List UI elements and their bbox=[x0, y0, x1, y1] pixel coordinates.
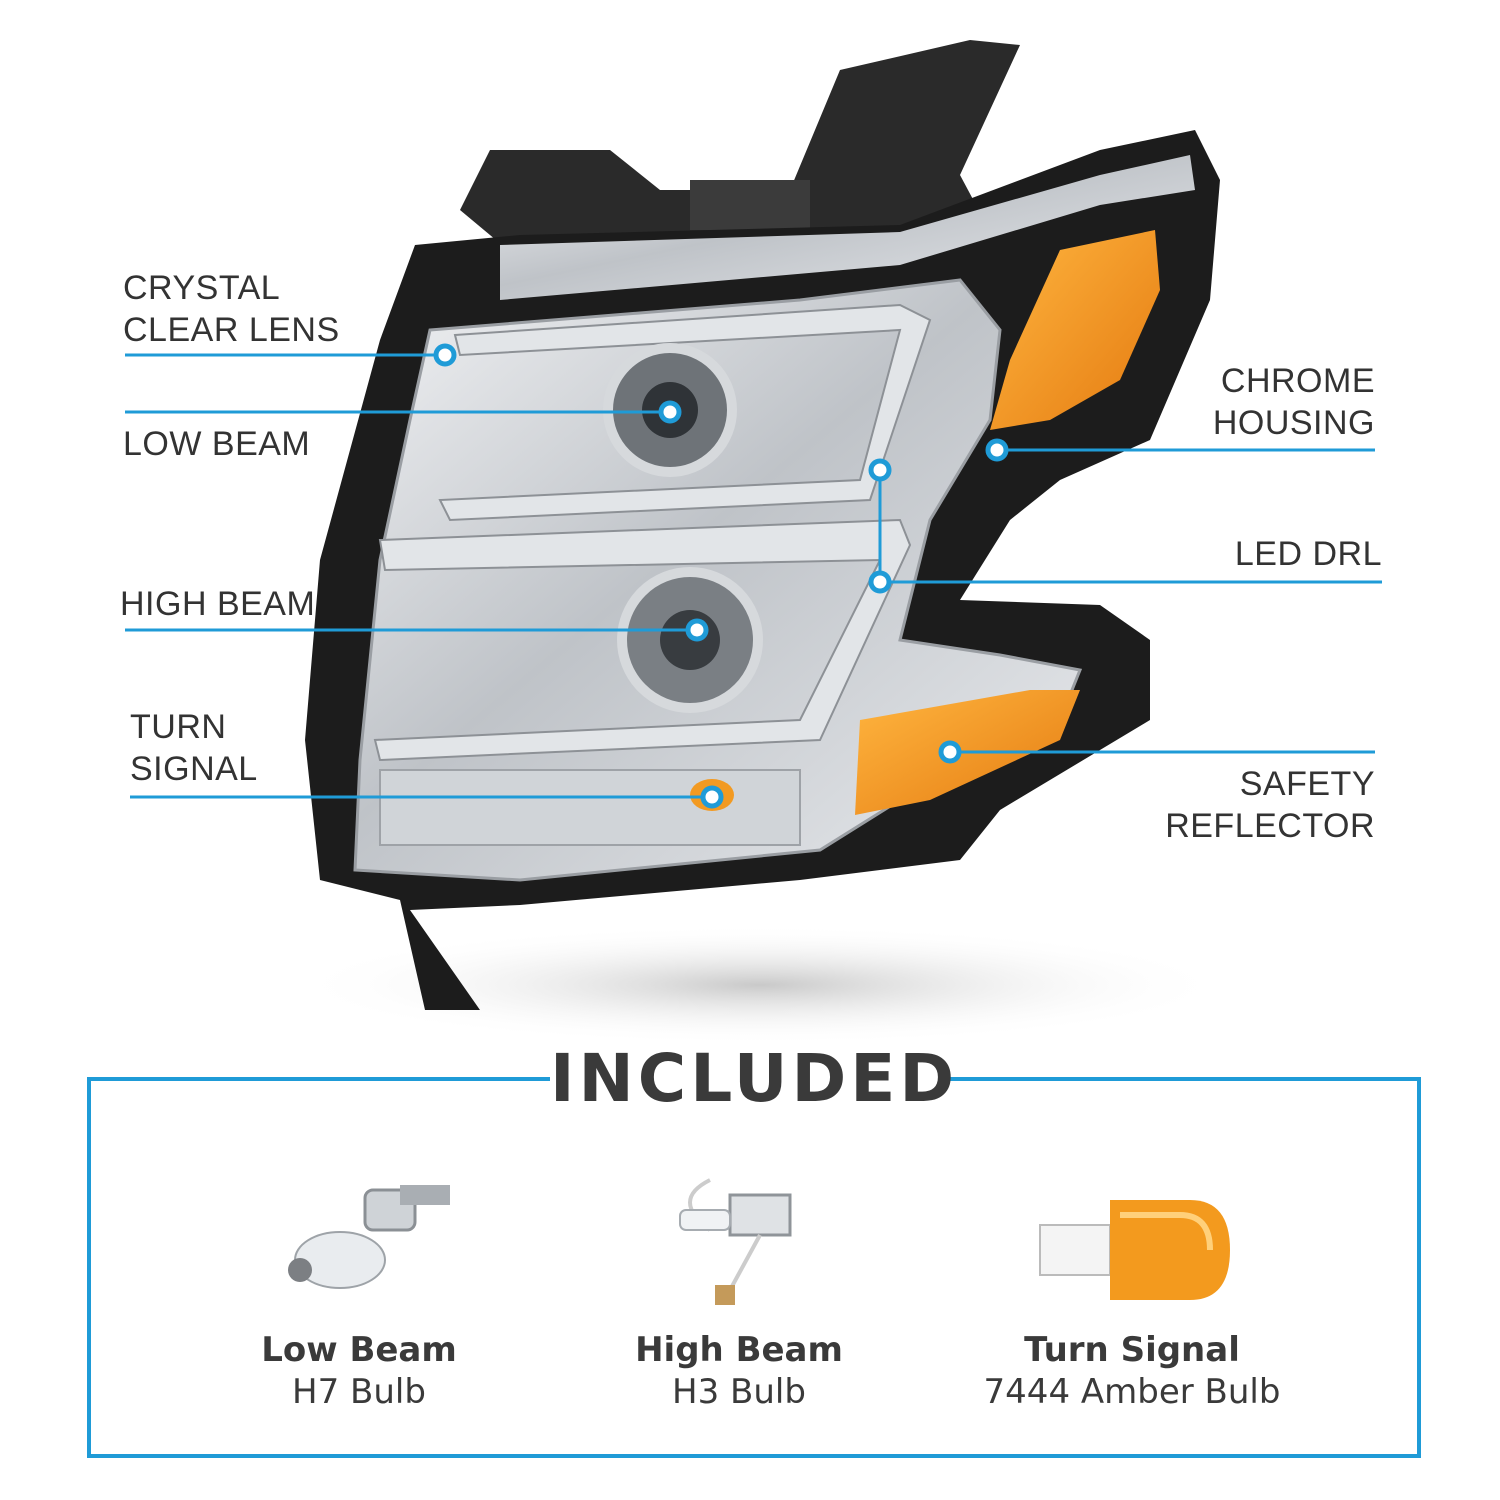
included-item-low-beam-name: Low Beam bbox=[261, 1330, 457, 1370]
included-item-turn-signal-name: Turn Signal bbox=[1024, 1330, 1240, 1370]
upper-amber-reflector bbox=[990, 230, 1160, 430]
included-item-high-beam-desc: H3 Bulb bbox=[672, 1372, 806, 1412]
callout-low-beam: LOW BEAM bbox=[123, 425, 311, 463]
callout-chrome-housing: CHROME HOUSING bbox=[1212, 362, 1375, 442]
callout-turn-signal: TURN SIGNAL bbox=[130, 708, 258, 788]
h7-bulb-image bbox=[288, 1185, 450, 1289]
included-item-high-beam-name: High Beam bbox=[635, 1330, 843, 1370]
included-title: INCLUDED bbox=[550, 1040, 959, 1117]
bulb-tip bbox=[288, 1258, 312, 1282]
floor-shadow bbox=[290, 925, 1230, 1045]
h3-bulb-image bbox=[679, 1178, 792, 1305]
callout-dots bbox=[433, 343, 1009, 809]
callout-lines bbox=[125, 353, 1382, 799]
headlight-illustration bbox=[125, 40, 1382, 1045]
turn-signal-reflector bbox=[379, 769, 801, 846]
7444-amber-bulb-image bbox=[1039, 1200, 1230, 1300]
callout-led-drl: LED DRL bbox=[1234, 535, 1382, 573]
included-item-turn-signal-desc: 7444 Amber Bulb bbox=[983, 1372, 1281, 1412]
chrome-top-strip bbox=[500, 155, 1195, 300]
mounting-bracket bbox=[460, 40, 1020, 260]
callout-crystal-clear-lens: CRYSTAL CLEAR LENS bbox=[123, 269, 340, 349]
callout-safety-reflector: SAFETY REFLECTOR bbox=[1165, 765, 1375, 845]
drl-bar-upper bbox=[438, 303, 932, 522]
drl-bar-lower bbox=[373, 518, 912, 762]
included-item-low-beam-desc: H7 Bulb bbox=[292, 1372, 426, 1412]
callout-high-beam: HIGH BEAM bbox=[120, 585, 316, 623]
